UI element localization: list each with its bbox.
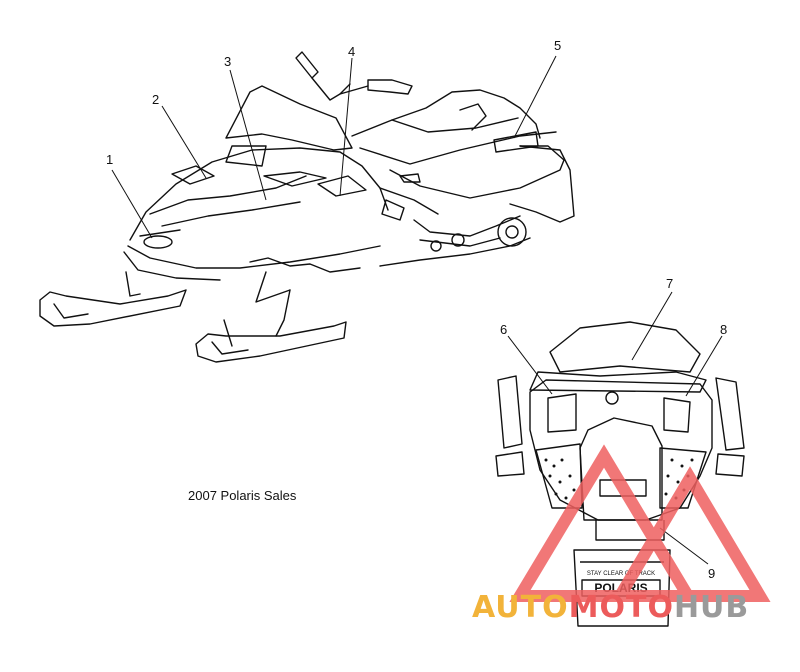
- callout-9: 9: [708, 566, 716, 581]
- watermark-auto: AUTO: [472, 590, 569, 625]
- watermark-text: AUTOMOTOHUB: [472, 590, 749, 625]
- watermark-hub: HUB: [673, 590, 750, 625]
- callout-6: 6: [500, 322, 508, 337]
- callout-7: 7: [666, 276, 674, 291]
- watermark-logo: [509, 444, 771, 602]
- leader-lines-rear: [507, 291, 723, 565]
- callout-5: 5: [554, 38, 562, 53]
- leader-lines-side: [111, 55, 557, 239]
- callout-1: 1: [106, 152, 114, 167]
- snowmobile-side-view: [39, 51, 575, 363]
- warning-decal-text: STAY CLEAR OF TRACK: [587, 571, 655, 577]
- callout-2: 2: [152, 92, 160, 107]
- callout-4: 4: [348, 44, 356, 59]
- callout-3: 3: [224, 54, 232, 69]
- copyright-caption: 2007 Polaris Sales: [188, 488, 297, 503]
- callout-8: 8: [720, 322, 728, 337]
- watermark-moto: MOTO: [568, 590, 674, 625]
